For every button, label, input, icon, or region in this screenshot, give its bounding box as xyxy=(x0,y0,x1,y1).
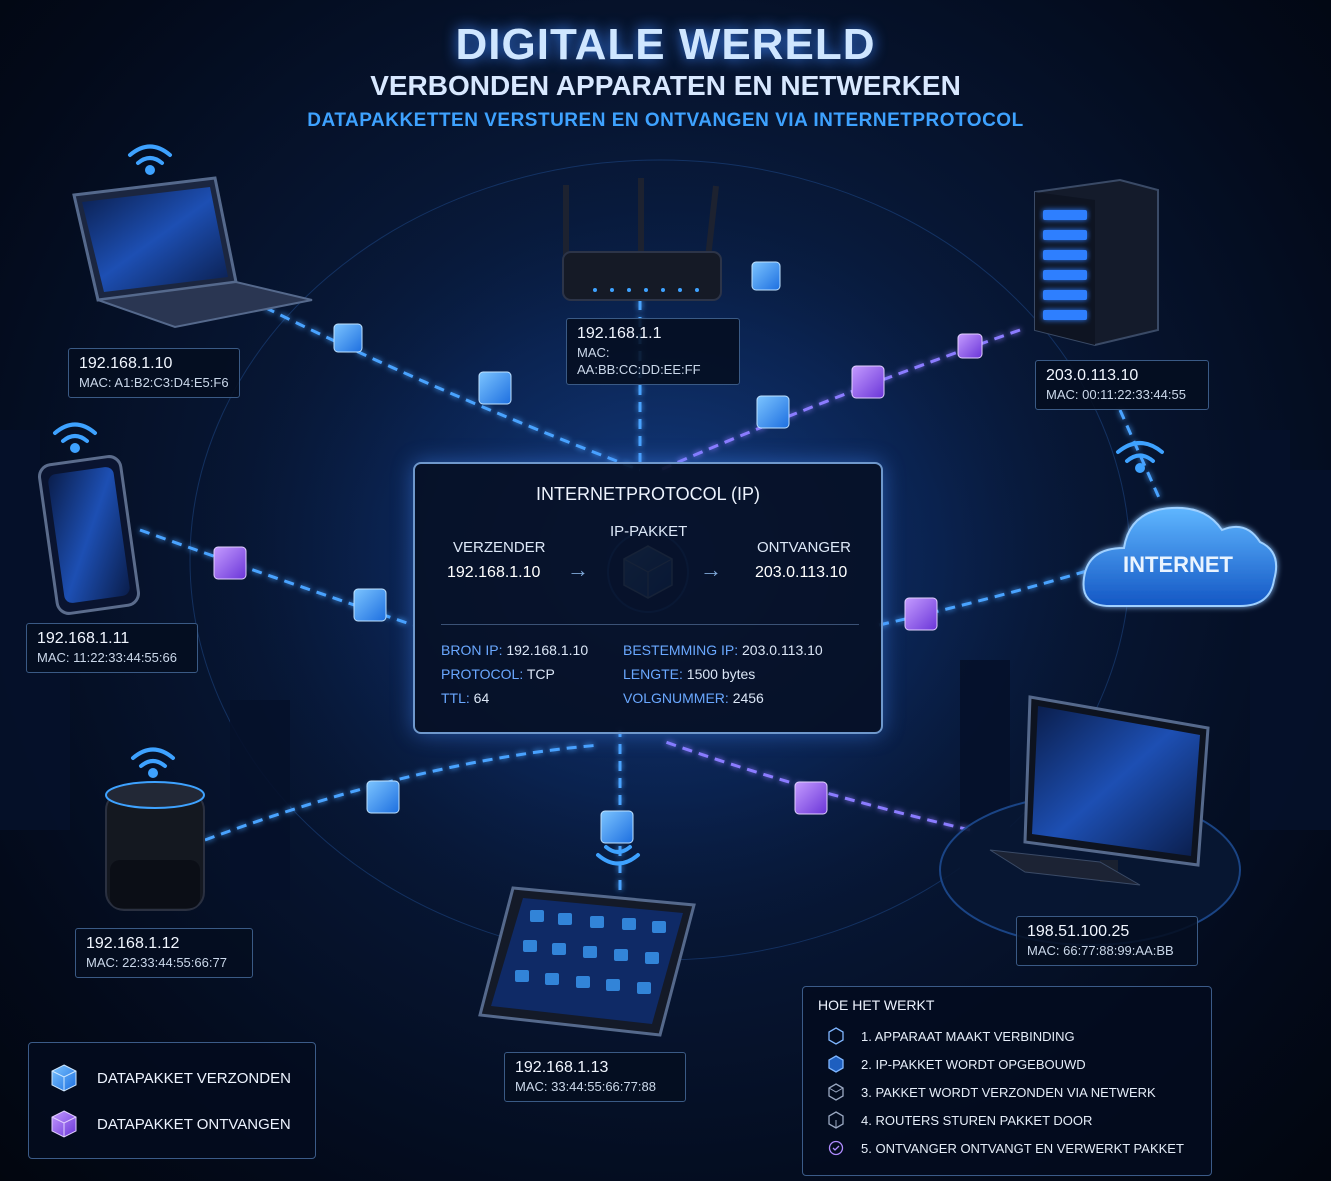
how-it-works-panel: HOE HET WERKT 1. APPARAAT MAAKT VERBINDI… xyxy=(802,986,1212,1176)
packet-received xyxy=(213,546,247,580)
laptop-ip: 192.168.1.10 xyxy=(79,355,173,372)
packet-sent xyxy=(478,371,512,405)
packet-received xyxy=(904,597,938,631)
wifi-icon xyxy=(131,747,175,778)
step-item: 4. ROUTERS STUREN PAKKET DOOR xyxy=(827,1111,1092,1129)
link-phone-center xyxy=(139,528,414,627)
cube-outline-icon xyxy=(828,1083,844,1101)
phone-mac: MAC: 11:22:33:44:55:66 xyxy=(37,650,177,665)
legend: DATAPAKKET VERZONDEN DATAPAKKET ONTVANGE… xyxy=(28,1042,316,1159)
server-ip: 203.0.113.10 xyxy=(1046,367,1139,384)
packet-received xyxy=(851,365,885,399)
step-label: 1. APPARAAT MAAKT VERBINDING xyxy=(861,1028,1075,1044)
arrow-right-icon: → xyxy=(700,557,722,582)
ip-panel-title: INTERNETPROTOCOL (IP) xyxy=(535,484,760,504)
process-icon xyxy=(828,1140,844,1156)
step-label: 4. ROUTERS STUREN PAKKET DOOR xyxy=(861,1112,1093,1128)
desktop-icon xyxy=(939,695,1241,946)
cube-icon xyxy=(828,1055,844,1073)
sender-label: VERZENDER xyxy=(453,539,546,556)
wifi-icon xyxy=(596,845,640,866)
cube-icon xyxy=(828,1027,844,1045)
phone-label: 192.168.1.11 MAC: 11:22:33:44:55:66 xyxy=(26,623,198,673)
packet-sent xyxy=(366,780,400,814)
tablet-ip: 192.168.1.13 xyxy=(515,1059,609,1076)
step-label: 3. PAKKET WORDT VERZONDEN VIA NETWERK xyxy=(861,1084,1156,1100)
packets xyxy=(213,261,983,844)
sender-ip: 192.168.1.10 xyxy=(447,564,541,581)
legend-received-label: DATAPAKKET ONTVANGEN xyxy=(97,1115,291,1133)
field-sequence: VOLGNUMMER: 2456 xyxy=(623,690,764,706)
legend-sent-label: DATAPAKKET VERZONDEN xyxy=(97,1069,291,1087)
router-mac: MAC: AA:BB:CC:DD:EE:FF xyxy=(577,345,701,377)
page-subtitle: VERBONDEN APPARATEN EN NETWERKEN xyxy=(370,70,961,101)
receiver-ip: 203.0.113.10 xyxy=(755,564,848,581)
router-icon xyxy=(562,178,722,301)
ip-protocol-panel: INTERNETPROTOCOL (IP) VERZENDER 192.168.… xyxy=(413,462,883,734)
field-protocol: PROTOCOL: TCP xyxy=(441,666,555,682)
server-mac: MAC: 00:11:22:33:44:55 xyxy=(1046,387,1186,402)
field-destination-ip: BESTEMMING IP: 203.0.113.10 xyxy=(623,642,823,658)
laptop-icon xyxy=(72,176,313,329)
field-ttl: TTL: 64 xyxy=(441,690,490,706)
packet-sent xyxy=(751,261,781,291)
tablet-label: 192.168.1.13 MAC: 33:44:55:66:77:88 xyxy=(504,1052,686,1102)
packet-received xyxy=(957,333,983,359)
packet-sent xyxy=(756,395,790,429)
link-center-cloud xyxy=(878,568,1091,627)
legend-item-sent: DATAPAKKET VERZONDEN xyxy=(49,1063,291,1093)
wifi-icon xyxy=(53,422,97,453)
field-source-ip: BRON IP: 192.168.1.10 xyxy=(441,642,589,658)
receiver-label: ONTVANGER xyxy=(757,539,851,556)
smart-speaker-icon xyxy=(105,781,205,911)
internet-label: INTERNET xyxy=(1123,552,1233,577)
tablet-mac: MAC: 33:44:55:66:77:88 xyxy=(515,1079,656,1094)
cube-outline-icon xyxy=(828,1111,844,1129)
speaker-mac: MAC: 22:33:44:55:66:77 xyxy=(86,955,227,970)
page-title: DIGITALE WERELD xyxy=(455,20,876,69)
legend-item-received: DATAPAKKET ONTVANGEN xyxy=(49,1109,291,1139)
step-item: 2. IP-PAKKET WORDT OPGEBOUWD xyxy=(827,1055,1086,1073)
smartphone-icon xyxy=(38,455,140,615)
server-icon xyxy=(1034,178,1159,347)
page-tagline: DATAPAKKETTEN VERSTUREN EN ONTVANGEN VIA… xyxy=(307,110,1024,131)
step-item: 3. PAKKET WORDT VERZONDEN VIA NETWERK xyxy=(827,1083,1156,1101)
link-laptop-center xyxy=(249,298,641,472)
desktop-label: 198.51.100.25 MAC: 66:77:88:99:AA:BB xyxy=(1016,916,1198,966)
router-label: 192.168.1.1 MAC: AA:BB:CC:DD:EE:FF xyxy=(566,318,740,385)
laptop-mac: MAC: A1:B2:C3:D4:E5:F6 xyxy=(79,375,229,390)
wifi-icon xyxy=(1116,441,1164,473)
field-length: LENGTE: 1500 bytes xyxy=(623,666,756,682)
link-speaker-center xyxy=(204,743,601,842)
packet-received xyxy=(794,781,828,815)
laptop-label: 192.168.1.10 MAC: A1:B2:C3:D4:E5:F6 xyxy=(68,348,240,398)
divider xyxy=(441,624,859,625)
cloud-icon xyxy=(1082,506,1278,607)
step-item: 5. ONTVANGER ONTVANGT EN VERWERKT PAKKET xyxy=(827,1139,1184,1157)
packet-received-icon xyxy=(51,1110,77,1138)
tablet-icon xyxy=(478,886,696,1037)
router-ip: 192.168.1.1 xyxy=(577,325,662,342)
desktop-ip: 198.51.100.25 xyxy=(1027,923,1130,940)
step-label: 2. IP-PAKKET WORDT OPGEBOUWD xyxy=(861,1056,1086,1072)
arrow-right-icon: → xyxy=(567,557,589,582)
packet-sent xyxy=(333,323,363,353)
speaker-ip: 192.168.1.12 xyxy=(86,935,180,952)
server-label: 203.0.113.10 MAC: 00:11:22:33:44:55 xyxy=(1035,360,1209,410)
wifi-icon xyxy=(128,144,172,175)
packet-sent xyxy=(353,588,387,622)
phone-ip: 192.168.1.11 xyxy=(37,630,130,647)
packet-label: IP-PAKKET xyxy=(610,523,688,540)
step-item: 1. APPARAAT MAAKT VERBINDING xyxy=(827,1027,1075,1045)
speaker-label: 192.168.1.12 MAC: 22:33:44:55:66:77 xyxy=(75,928,253,978)
desktop-mac: MAC: 66:77:88:99:AA:BB xyxy=(1027,943,1174,958)
how-it-works-title: HOE HET WERKT xyxy=(818,997,935,1013)
packet-sent-icon xyxy=(51,1064,77,1092)
step-label: 5. ONTVANGER ONTVANGT EN VERWERKT PAKKET xyxy=(861,1140,1184,1156)
packet-sent xyxy=(600,810,634,844)
